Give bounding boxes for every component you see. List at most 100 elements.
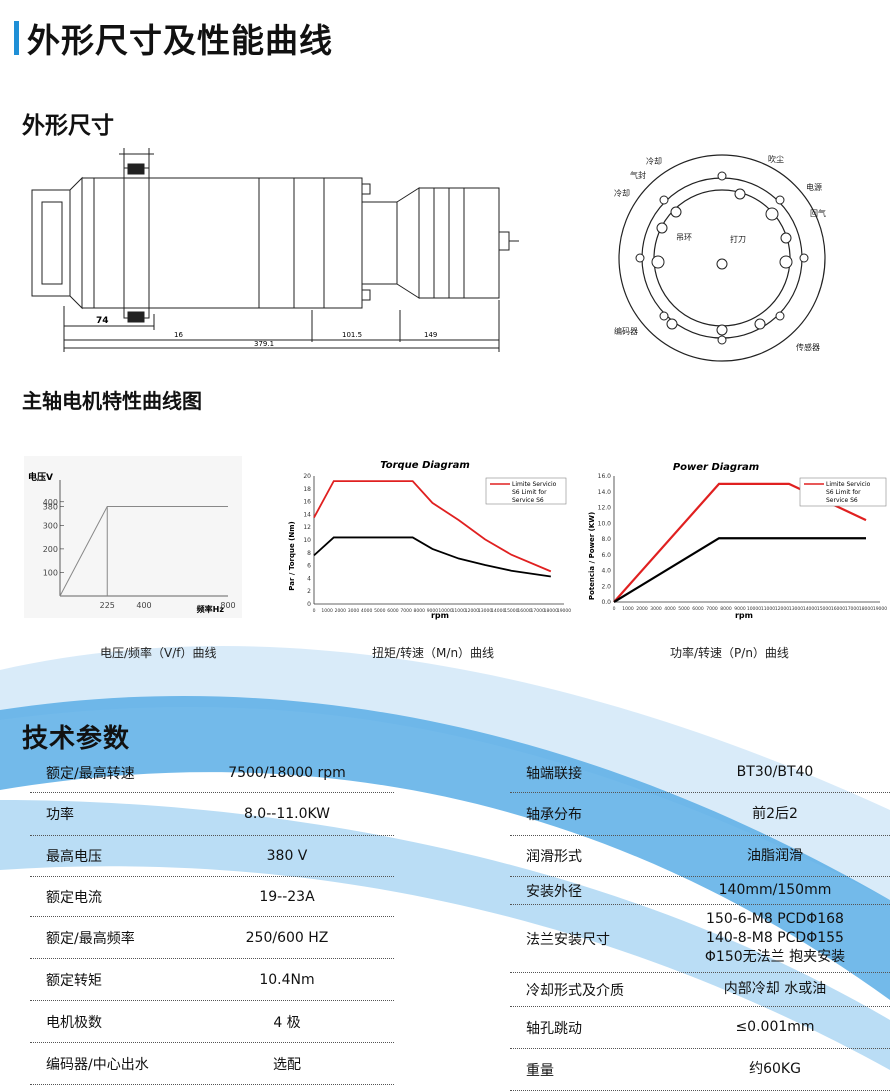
x-tick-label: 5000 xyxy=(374,608,386,614)
power-xlabel: rpm xyxy=(735,611,753,620)
flange-label-cooling-1: 冷却 xyxy=(646,156,662,166)
spec-value: 选配 xyxy=(273,1056,301,1073)
x-tick-label: 2000 xyxy=(636,606,648,612)
x-tick-label: 15000 xyxy=(504,608,518,614)
torque-caption: 扭矩/转速（M/n）曲线 xyxy=(372,646,495,660)
section-dimensions-heading: 外形尺寸 xyxy=(22,113,114,139)
spec-value: 7500/18000 rpm xyxy=(228,764,346,781)
power-legend-3: Service S6 xyxy=(826,497,858,504)
power-ylabel: Potencia / Power (KW) xyxy=(588,512,596,600)
spec-value: 4 极 xyxy=(273,1014,301,1031)
x-tick-label: 18000 xyxy=(859,606,873,612)
x-tick-label: 9000 xyxy=(734,606,746,612)
power-legend-2: S6 Limit for xyxy=(826,489,861,496)
spec-value: 19--23A xyxy=(259,888,315,905)
x-tick-label: 7000 xyxy=(400,608,412,614)
spec-value: 前2后2 xyxy=(752,805,798,822)
spec-row: 额定电流 19--23A xyxy=(30,877,394,917)
x-tick-label: 1000 xyxy=(321,608,333,614)
y-tick-label: 16 xyxy=(303,499,311,506)
flange-end-view-drawing: 冷却 气封 冷却 吹尘 电源 回气 吊环 打刀 编码器 传感器 xyxy=(614,154,826,362)
spec-value: 10.4Nm xyxy=(259,971,315,988)
torque-legend: Limite Servicio S6 Limit for Service S6 xyxy=(485,477,567,505)
x-tick-label: 15000 xyxy=(817,606,831,612)
spec-row: 重量 约60KG xyxy=(510,1049,890,1091)
y-tick-label: 14 xyxy=(303,511,311,518)
torque-legend-1: Limite Servicio xyxy=(512,481,557,488)
spec-key: 额定电流 xyxy=(46,889,102,906)
spec-key: 重量 xyxy=(526,1062,554,1079)
series-line-2 xyxy=(313,536,551,578)
y-tick-label: 14.0 xyxy=(598,489,612,496)
spec-value: 约60KG xyxy=(749,1061,801,1077)
y-tick-label: 380 xyxy=(43,502,58,511)
spec-row: 额定转矩 10.4Nm xyxy=(30,959,394,1001)
x-tick-label: 12000 xyxy=(775,606,789,612)
x-tick-label: 3000 xyxy=(650,606,662,612)
x-tick-label: 17000 xyxy=(531,608,545,614)
power-legend-1: Limite Servicio xyxy=(826,481,871,488)
spindle-dimension-drawing: 74 16 379.1 101.5 149 xyxy=(31,148,519,352)
x-tick-label: 17000 xyxy=(845,606,859,612)
series-line-1 xyxy=(313,480,552,573)
spec-value: 380 V xyxy=(266,848,308,864)
y-tick-label: 8 xyxy=(307,550,311,557)
torque-ylabel: Par / Torque (Nm) xyxy=(288,521,296,590)
spec-key: 额定/最高频率 xyxy=(46,930,135,947)
spec-value: 250/600 HZ xyxy=(245,929,329,946)
vf-caption: 电压/频率（V/f）曲线 xyxy=(100,646,217,660)
spec-key: 安装外径 xyxy=(526,883,582,900)
spec-row: 额定/最高频率 250/600 HZ xyxy=(30,917,394,959)
spec-key: 法兰安装尺寸 xyxy=(526,931,610,948)
y-tick-label: 2.0 xyxy=(601,583,611,590)
dim-label-4: 149 xyxy=(424,331,437,339)
spec-value: 油脂润滑 xyxy=(747,847,803,864)
page-title-text: 外形尺寸及性能曲线 xyxy=(27,21,333,60)
spec-row: 轴孔跳动 ≤0.001mm xyxy=(510,1007,890,1049)
dim-label-2: 379.1 xyxy=(254,340,274,348)
spec-value: BT30/BT40 xyxy=(736,764,814,780)
spec-key: 轴孔跳动 xyxy=(526,1020,582,1037)
x-tick-label: 2000 xyxy=(335,608,347,614)
x-tick-label: 9000 xyxy=(427,608,439,614)
spec-row: 润滑形式油脂润滑 xyxy=(510,836,890,877)
x-tick-label: 10000 xyxy=(438,608,452,614)
x-tick-label: 16000 xyxy=(831,606,845,612)
x-tick-label: 11000 xyxy=(452,608,466,614)
power-title: Power Diagram xyxy=(673,462,759,473)
dim-label-1: 16 xyxy=(174,331,183,339)
x-tick-label: 400 xyxy=(136,601,151,610)
flange-label-drawbar: 打刀 xyxy=(730,234,746,244)
x-tick-label: 800 xyxy=(220,601,235,610)
x-tick-label: 13000 xyxy=(478,608,492,614)
y-tick-label: 10 xyxy=(303,537,311,544)
x-tick-label: 16000 xyxy=(517,608,531,614)
dim-74-label: 74 xyxy=(96,316,109,326)
x-tick-label: 0 xyxy=(313,608,316,614)
x-tick-label: 14000 xyxy=(491,608,505,614)
flange-label-encoder: 编码器 xyxy=(614,326,638,336)
power-chart: Power Diagram Potencia / Power (KW) rpm … xyxy=(584,456,890,620)
title-accent-bar xyxy=(14,21,19,55)
x-tick-label: 8000 xyxy=(720,606,732,612)
x-tick-label: 0 xyxy=(613,606,616,612)
spec-row: 法兰安装尺寸 150-6-M8 PCDΦ168 140-8-M8 PCDΦ155… xyxy=(510,905,890,973)
decorative-wave-background xyxy=(0,646,890,1070)
spec-value: ≤0.001mm xyxy=(735,1019,815,1035)
torque-legend-2: S6 Limit for xyxy=(512,489,547,496)
y-tick-label: 400 xyxy=(43,498,58,507)
x-tick-label: 1000 xyxy=(622,606,634,612)
y-tick-label: 12.0 xyxy=(598,505,612,512)
x-tick-label: 4000 xyxy=(361,608,373,614)
x-tick-label: 11000 xyxy=(761,606,775,612)
flange-label-blow: 吹尘 xyxy=(768,154,784,164)
spec-key: 额定转矩 xyxy=(46,972,102,989)
x-tick-label: 225 xyxy=(100,601,115,610)
